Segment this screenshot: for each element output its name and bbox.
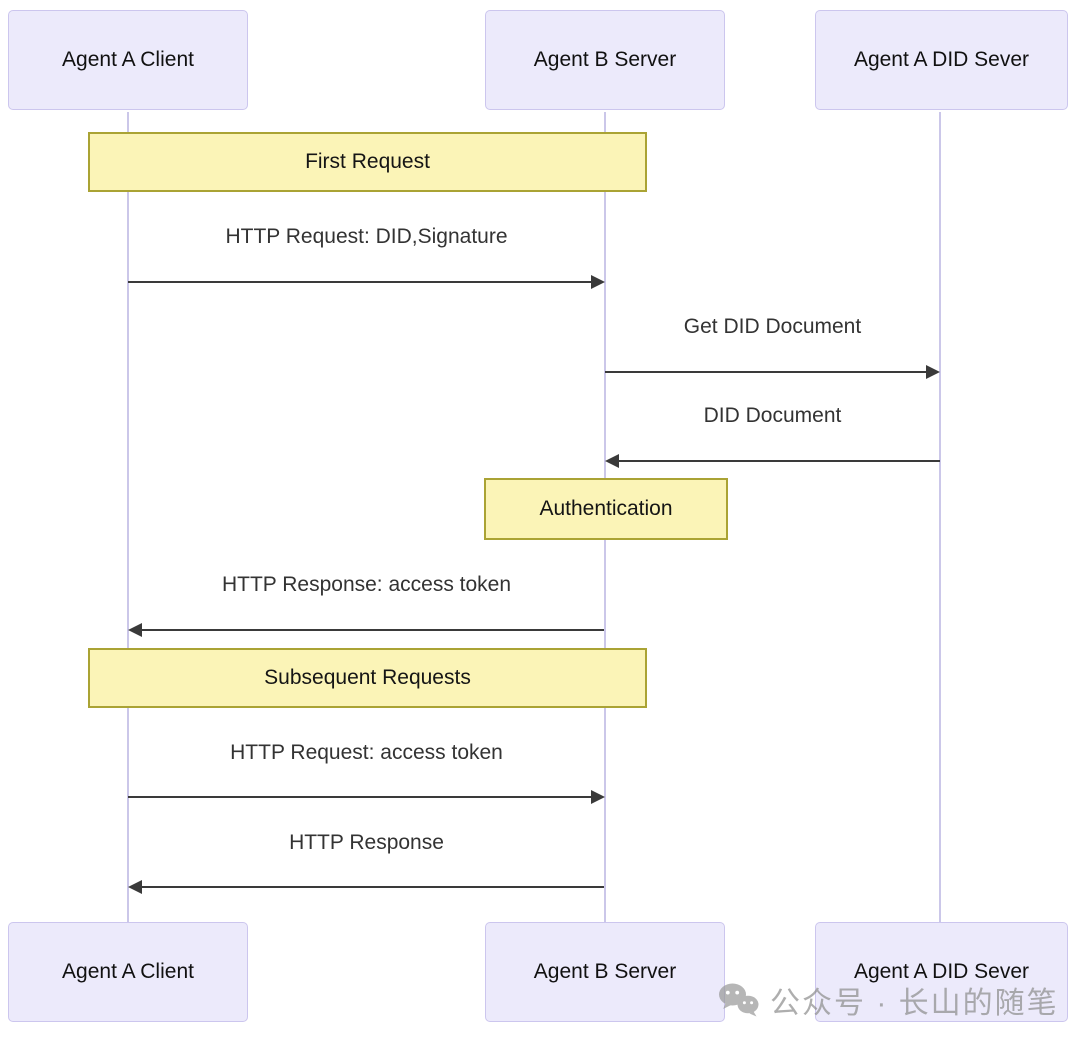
message-arrow-right-icon bbox=[128, 790, 605, 804]
actor-top-agent-a-did-server: Agent A DID Sever bbox=[815, 10, 1068, 110]
message-label-http-response: HTTP Response bbox=[289, 831, 444, 854]
watermark: 公众号 · 长山的随笔 bbox=[718, 978, 1059, 1022]
watermark-text: 公众号 · 长山的随笔 bbox=[770, 987, 1059, 1020]
lifeline-agent-a-client bbox=[127, 112, 129, 922]
actor-bottom-agent-a-did-server: Agent A DID Sever bbox=[815, 922, 1068, 1022]
lifeline-agent-a-did-server bbox=[939, 112, 941, 922]
band-subsequent-requests: Subsequent Requests bbox=[88, 648, 647, 708]
actor-label: Agent A Client bbox=[62, 960, 194, 983]
actor-top-agent-b-server: Agent B Server bbox=[485, 10, 725, 110]
band-label: Subsequent Requests bbox=[264, 666, 471, 689]
actor-label: Agent B Server bbox=[533, 48, 677, 71]
message-arrow-right-icon bbox=[128, 275, 605, 289]
actor-label: Agent A DID Sever bbox=[853, 48, 1030, 71]
actor-label: Agent A DID Sever bbox=[853, 960, 1030, 983]
actor-bottom-agent-a-client: Agent A Client bbox=[8, 922, 248, 1022]
message-arrow-left-icon bbox=[128, 623, 604, 637]
message-label-http-request-access-token: HTTP Request: access token bbox=[230, 741, 503, 764]
wechat-icon bbox=[718, 983, 760, 1017]
actor-top-agent-a-client: Agent A Client bbox=[8, 10, 248, 110]
message-label-did-document: DID Document bbox=[703, 404, 842, 427]
message-label-http-request-did-signature: HTTP Request: DID,Signature bbox=[225, 225, 508, 248]
actor-label: Agent A Client bbox=[62, 48, 194, 71]
message-arrow-left-icon bbox=[605, 454, 940, 468]
band-first-request: First Request bbox=[88, 132, 647, 192]
message-label-http-response-access-token: HTTP Response: access token bbox=[221, 573, 512, 596]
actor-label: Agent B Server bbox=[533, 960, 677, 983]
band-authentication: Authentication bbox=[484, 478, 728, 540]
band-label: Authentication bbox=[539, 497, 673, 520]
actor-bottom-agent-b-server: Agent B Server bbox=[485, 922, 725, 1022]
band-label: First Request bbox=[305, 150, 430, 173]
message-label-get-did-document: Get DID Document bbox=[683, 315, 862, 338]
message-arrow-right-icon bbox=[605, 365, 940, 379]
message-arrow-left-icon bbox=[128, 880, 604, 894]
